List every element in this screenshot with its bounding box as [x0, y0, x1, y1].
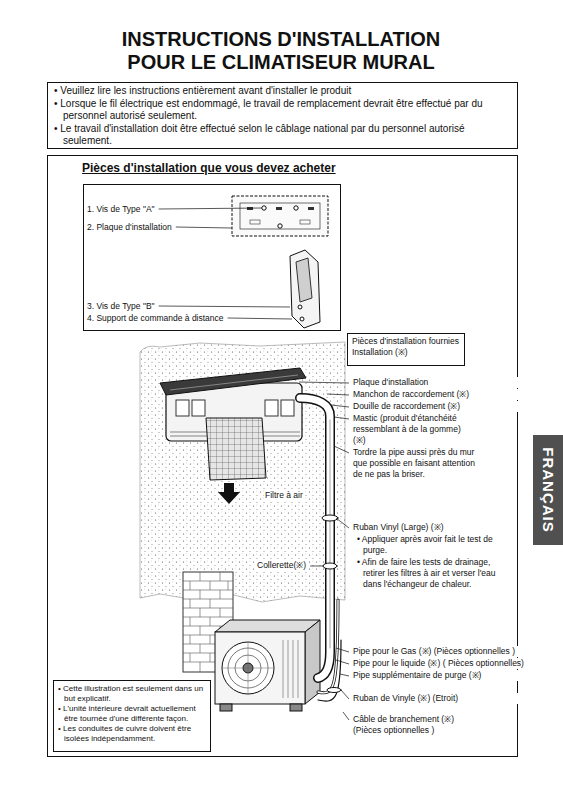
- callout-label: Tordre la pipe aussi près du mur que pos…: [352, 447, 479, 480]
- callout-label: Manchon de raccordement (※): [352, 389, 519, 400]
- callout-label: Filtre à air: [264, 490, 304, 501]
- callout-label: Pipe pour le liquide (※) ( Pièces option…: [352, 658, 539, 669]
- refrigerant-pipe: [322, 515, 338, 521]
- leader-line: [299, 382, 349, 383]
- installation-plate: [240, 203, 320, 229]
- callout-label: Ruban de Vinyle (※) (Etroit): [352, 693, 539, 704]
- refrigerant-pipe: [323, 563, 337, 569]
- leader-line: [327, 394, 349, 395]
- callout-label: Mastic (produit d'étanchéité ressemblant…: [352, 413, 474, 446]
- indoor-unit: [265, 400, 278, 416]
- outdoor-unit: [222, 642, 274, 694]
- remote-holder: [290, 250, 320, 328]
- leader-line: [336, 648, 349, 652]
- leader-lines: [159, 208, 349, 720]
- installation-plate: [232, 196, 328, 236]
- leader-line: [159, 208, 262, 209]
- warning-box: • Veuillez lire les instructions entière…: [47, 82, 518, 149]
- installation-plate: [247, 207, 253, 210]
- indoor-unit: [281, 400, 294, 416]
- warning-text: • Le travail d'installation doit être ef…: [54, 123, 511, 148]
- leader-line: [341, 690, 349, 699]
- part-label: 2. Plaque d'installation: [86, 222, 173, 232]
- installation-plate: [262, 206, 266, 210]
- callout-label: Plaque d'installation: [352, 377, 519, 388]
- language-tab: FRANÇAIS: [533, 435, 563, 545]
- outdoor-unit: [215, 620, 320, 632]
- leader-line: [343, 712, 349, 720]
- leader-line: [331, 405, 349, 407]
- outdoor-unit: [222, 642, 274, 694]
- installation-plate: [278, 224, 282, 228]
- leader-line: [340, 674, 349, 676]
- remote-holder: [296, 258, 312, 302]
- installation-plate: [276, 207, 282, 210]
- outdoor-unit: [290, 704, 302, 711]
- installation-plate: [308, 207, 314, 210]
- refrigerant-pipe: [300, 398, 330, 678]
- air-filter: [206, 418, 266, 480]
- callout-label: Pipe pour le Gas (※) (Pièces optionnelle…: [352, 646, 539, 657]
- installation-plate: [232, 196, 328, 236]
- refrigerant-pipe: [327, 688, 341, 693]
- remote-holder: [300, 317, 304, 321]
- indoor-unit: [160, 368, 306, 395]
- outdoor-unit: [283, 640, 298, 698]
- down-arrow: [218, 483, 240, 504]
- warning-text: • Lorsque le fil électrique est endommag…: [54, 98, 511, 123]
- refrigerant-pipe: [300, 398, 341, 701]
- note-box: • Cette illustration est seulement dans …: [53, 680, 211, 752]
- outdoor-unit: [215, 620, 320, 711]
- supplied-parts-box: Pièces d'installation fournies Installat…: [347, 333, 465, 366]
- indoor-unit: [170, 375, 298, 390]
- leader-line: [159, 306, 290, 307]
- section-heading: Pièces d'installation que vous devez ach…: [82, 161, 336, 175]
- note-text: • Les conduites de cuivre doivent être i…: [58, 724, 206, 744]
- indoor-unit: [192, 400, 205, 416]
- warning-text: • Veuillez lire les instructions entière…: [54, 85, 511, 98]
- note-text: • L'unité intérieure devrait actuellemen…: [58, 704, 206, 724]
- leader-line: [336, 660, 349, 664]
- leader-line: [228, 318, 292, 319]
- callout-label: Ruban Vinyl (Large) (※): [352, 522, 514, 533]
- page-title: INSTRUCTIONS D'INSTALLATION POUR LE CLIM…: [91, 28, 471, 74]
- remote-holder: [290, 250, 320, 328]
- installation-plate: [250, 220, 260, 224]
- part-label: 4. Support de commande à distance: [86, 313, 225, 323]
- air-filter: [206, 418, 266, 480]
- installation-plate: [300, 220, 310, 224]
- callout-label: Collerette(※): [256, 560, 307, 571]
- box-text: Pièces d'installation fournies Installat…: [352, 336, 460, 358]
- outdoor-unit: [220, 704, 232, 711]
- callout-label: Douille de raccordement (※): [352, 401, 519, 412]
- wall: [140, 342, 345, 602]
- callout-label: • Appliquer après avoir fait le test de …: [356, 534, 499, 556]
- leader-line: [334, 446, 349, 453]
- outdoor-unit: [215, 632, 305, 704]
- leader-line: [310, 566, 324, 567]
- note-text: • Cette illustration est seulement dans …: [58, 684, 206, 704]
- part-label: 1. Vis de Type "A": [86, 204, 156, 214]
- callout-label: Câble de branchement (※) (Pièces optionn…: [352, 714, 484, 736]
- indoor-unit: [176, 400, 189, 416]
- wall: [140, 342, 345, 602]
- leader-line: [336, 518, 349, 528]
- refrigerant-pipe: [330, 420, 331, 648]
- part-label: 3. Vis de Type "B": [86, 301, 156, 311]
- language-tab-text: FRANÇAIS: [540, 447, 557, 533]
- parts-box: 1. Vis de Type "A" 2. Plaque d'installati…: [83, 184, 341, 331]
- remote-holder: [298, 305, 302, 309]
- callout-label: Pipe supplémentaire de purge (※): [352, 670, 539, 681]
- installation-plate: [294, 206, 298, 210]
- callout-label: • Afin de faire les tests de drainage, r…: [356, 557, 499, 590]
- leader-line: [334, 417, 349, 419]
- refrigerant-pipe: [300, 398, 330, 678]
- leader-line: [176, 227, 232, 228]
